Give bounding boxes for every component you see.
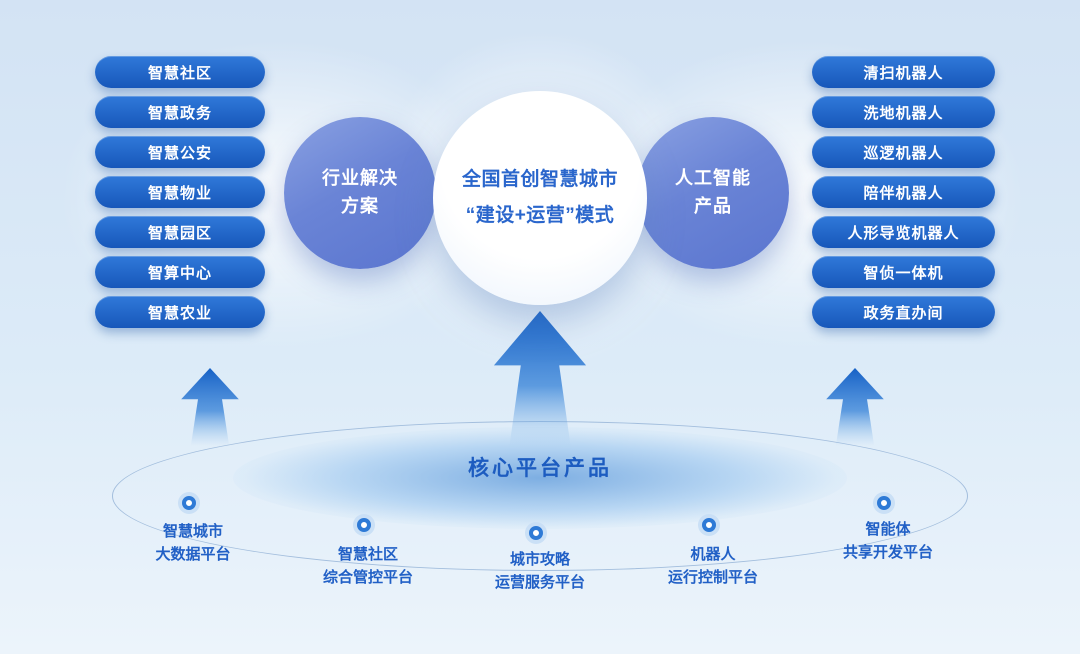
platform-node-label: 智能体 共享开发平台 (803, 519, 973, 564)
industry-pill: 智算中心 (95, 256, 265, 288)
platform-label-line: 智慧社区 (337, 546, 398, 563)
industry-pill: 智慧园区 (95, 216, 265, 248)
circle-text-line: “建设+运营”模式 (465, 205, 615, 226)
platform-node-label: 智慧城市 大数据平台 (108, 521, 278, 566)
ai-product-pill: 巡逻机器人 (812, 136, 995, 168)
central-model-circle: 全国首创智慧城市 “建设+运营”模式 (433, 91, 647, 305)
platform-node-label: 机器人 运行控制平台 (628, 544, 798, 589)
platform-label-line: 大数据平台 (155, 545, 231, 563)
platform-node-dot (529, 526, 543, 540)
platform-node-dot (357, 518, 371, 532)
platform-node-label: 城市攻略 运营服务平台 (455, 549, 625, 594)
platform-label-line: 智能体 (865, 521, 911, 538)
platform-node-dot (877, 496, 891, 510)
platform-node-dot (702, 518, 716, 532)
platform-label-line: 运营服务平台 (494, 573, 585, 591)
industry-pill: 智慧公安 (95, 136, 265, 168)
industry-pill: 智慧物业 (95, 176, 265, 208)
ai-product-pill: 清扫机器人 (812, 56, 995, 88)
circle-text-line: 方案 (341, 196, 379, 216)
platform-title: 核心平台产品 (468, 457, 612, 480)
platform-label-line: 城市攻略 (509, 551, 570, 568)
up-arrow-icon (493, 311, 587, 447)
ai-products-circle: 人工智能 产品 (637, 117, 789, 269)
industry-solutions-circle: 行业解决 方案 (284, 117, 436, 269)
platform-label-line: 机器人 (690, 546, 736, 563)
platform-node-dot (182, 496, 196, 510)
industry-pill: 智慧农业 (95, 296, 265, 328)
industry-pill: 智慧社区 (95, 56, 265, 88)
ai-product-list: 清扫机器人 洗地机器人 巡逻机器人 陪伴机器人 人形导览机器人 智侦一体机 政务… (812, 56, 995, 328)
platform-node-label: 智慧社区 综合管控平台 (283, 544, 453, 589)
industry-solution-list: 智慧社区 智慧政务 智慧公安 智慧物业 智慧园区 智算中心 智慧农业 (95, 56, 265, 328)
ai-product-pill: 陪伴机器人 (812, 176, 995, 208)
circle-text-line: 产品 (694, 196, 732, 216)
platform-label-line: 运行控制平台 (667, 568, 758, 586)
ai-product-pill: 人形导览机器人 (812, 216, 995, 248)
platform-label-line: 共享开发平台 (842, 543, 933, 561)
industry-pill: 智慧政务 (95, 96, 265, 128)
platform-label-line: 综合管控平台 (322, 568, 413, 586)
circle-text-line: 全国首创智慧城市 (461, 168, 618, 190)
platform-label-line: 智慧城市 (162, 523, 223, 540)
ai-product-pill: 洗地机器人 (812, 96, 995, 128)
circle-text-line: 人工智能 (675, 168, 751, 189)
up-arrow-icon (826, 368, 884, 446)
ai-product-pill: 智侦一体机 (812, 256, 995, 288)
up-arrow-icon (181, 368, 239, 446)
circle-text-line: 行业解决 (322, 168, 398, 189)
ai-product-pill: 政务直办间 (812, 296, 995, 328)
